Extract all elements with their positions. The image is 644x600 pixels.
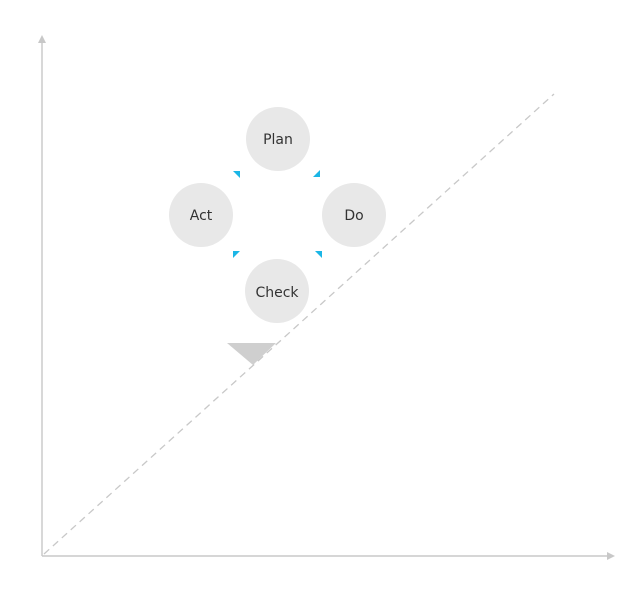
arrow-plan-to-do-icon — [313, 170, 320, 177]
node-act: Act — [169, 183, 233, 247]
axes — [38, 35, 615, 560]
node-do-label: Do — [344, 208, 363, 224]
node-do-circle — [322, 183, 386, 247]
arrow-do-to-check-icon — [315, 251, 322, 258]
arrow-act-to-plan-icon — [233, 171, 240, 178]
node-act-circle — [169, 183, 233, 247]
node-plan-label: Plan — [263, 132, 293, 148]
diagonal-dashed-line — [43, 93, 555, 555]
node-check-circle — [245, 259, 309, 323]
cycle-arrows — [233, 170, 322, 258]
x-axis-arrow-icon — [607, 552, 615, 560]
node-act-label: Act — [190, 208, 213, 224]
y-axis-arrow-icon — [38, 35, 46, 43]
node-plan: Plan — [246, 107, 310, 171]
node-do: Do — [322, 183, 386, 247]
wedge-shape — [227, 343, 276, 365]
node-check: Check — [245, 259, 309, 323]
node-check-label: Check — [255, 285, 299, 301]
arrow-check-to-act-icon — [233, 251, 240, 258]
node-plan-circle — [246, 107, 310, 171]
